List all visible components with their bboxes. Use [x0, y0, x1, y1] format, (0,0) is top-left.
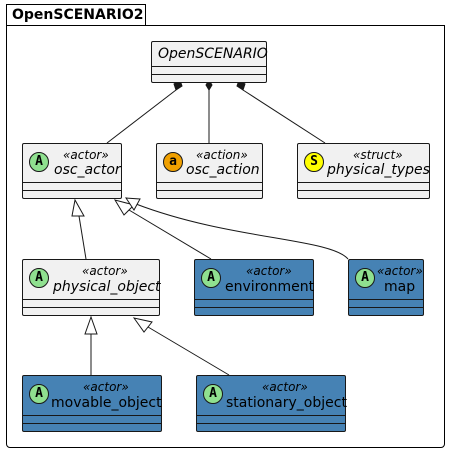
actor-badge-icon: A	[203, 384, 223, 404]
class-stereotype: «actor»	[246, 264, 292, 278]
inheritance-arrowhead	[132, 317, 153, 333]
class-name: map	[384, 279, 416, 295]
class-name: physical_types	[327, 162, 430, 178]
class-physical-types[interactable]: S «struct» physical_types	[297, 143, 430, 199]
struct-badge-icon: S	[304, 152, 324, 172]
class-stereotype: «actor»	[63, 148, 109, 162]
class-movable-object[interactable]: A «actor» movable_object	[22, 375, 162, 432]
class-map[interactable]: A «actor» map	[348, 259, 424, 316]
class-stereotype: «action»	[196, 148, 248, 162]
inheritance-edge-physical-object	[78, 215, 87, 260]
class-openscenario[interactable]: OpenSCENARIO	[151, 41, 268, 83]
actor-badge-icon: A	[29, 384, 49, 404]
class-stereotype: «actor»	[377, 264, 423, 278]
class-name: stationary_object	[226, 395, 347, 411]
class-stereotype: «actor»	[262, 380, 308, 394]
actor-badge-icon: A	[29, 152, 49, 172]
class-name: OpenSCENARIO	[158, 46, 268, 62]
inheritance-arrowhead	[125, 197, 141, 211]
class-physical-object[interactable]: A «actor» physical_object	[22, 259, 161, 316]
class-osc-action[interactable]: a «action» osc_action	[156, 143, 263, 199]
class-osc-actor[interactable]: A «actor» osc_actor	[22, 143, 122, 199]
class-stationary-object[interactable]: A «actor» stationary_object	[196, 375, 347, 432]
actor-badge-icon: A	[29, 268, 49, 288]
class-name: osc_action	[186, 162, 260, 178]
inheritance-edge-stationary-object	[147, 326, 230, 376]
inheritance-edge-environment	[128, 209, 212, 260]
actor-badge-icon: A	[201, 268, 221, 288]
class-stereotype: «actor»	[82, 264, 128, 278]
class-name: environment	[225, 279, 315, 295]
composition-edge-physical-types	[242, 89, 326, 144]
inheritance-arrowhead	[84, 315, 98, 335]
package-tab: OpenSCENARIO2	[6, 4, 146, 26]
class-stereotype: «actor»	[83, 380, 129, 394]
action-badge-icon: a	[163, 152, 183, 172]
package-title: OpenSCENARIO2	[12, 7, 144, 23]
class-stereotype: «struct»	[353, 148, 403, 162]
actor-badge-icon: A	[355, 268, 375, 288]
class-name: osc_actor	[54, 162, 121, 178]
inheritance-edge-map	[135, 203, 349, 260]
composition-edge-osc-actor	[106, 89, 177, 144]
class-environment[interactable]: A «actor» environment	[194, 259, 314, 316]
class-name: movable_object	[51, 395, 162, 411]
inheritance-arrowhead	[71, 198, 85, 217]
class-name: physical_object	[53, 279, 161, 295]
